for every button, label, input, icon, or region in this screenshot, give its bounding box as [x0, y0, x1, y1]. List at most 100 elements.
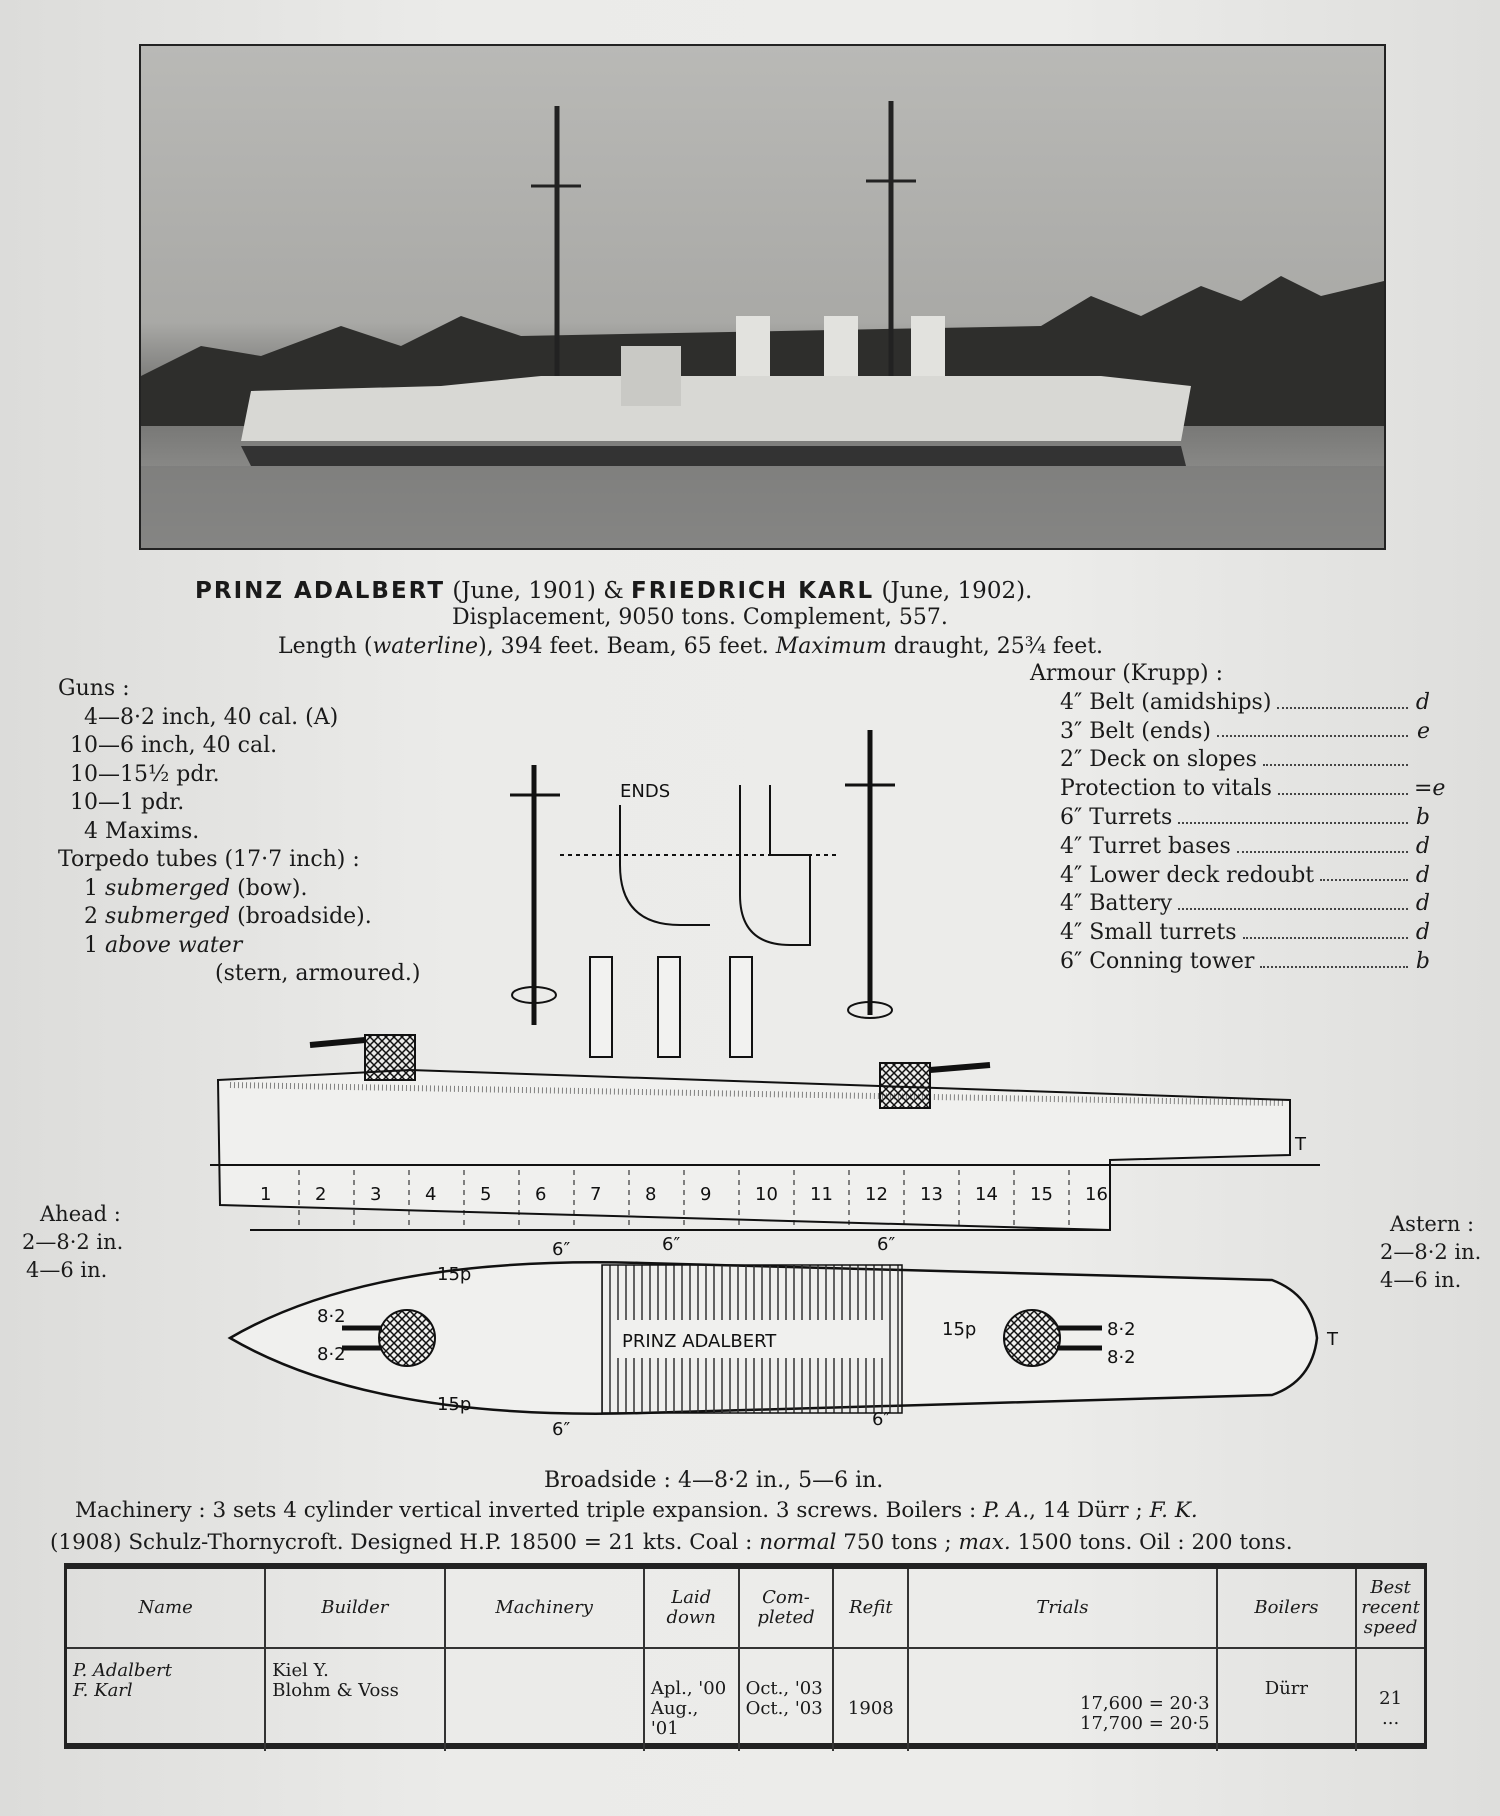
ship2-name: FRIEDRICH KARL: [631, 578, 875, 604]
gun-item: 10—15½ pdr.: [70, 761, 220, 787]
ahead-line: 2—8·2 in.: [22, 1230, 124, 1254]
col-header: Builder: [264, 1569, 445, 1649]
armour-item: 6″ Conning tower b: [1060, 948, 1430, 977]
ship-photograph: [139, 44, 1386, 550]
machinery-text: P. A.: [983, 1498, 1030, 1523]
leader-dots: [1242, 919, 1408, 939]
armour-grade: =e: [1414, 776, 1446, 802]
dim-text: ), 394 feet. Beam, 65 feet.: [478, 634, 776, 659]
armour-label: 6″ Conning tower: [1060, 948, 1255, 974]
col-header: Best recent speed: [1355, 1569, 1424, 1649]
dim-text: Length (: [278, 634, 373, 659]
guns-title: Guns :: [58, 676, 130, 701]
col-header: Name: [67, 1569, 266, 1649]
plan-six-label: 6″: [552, 1419, 570, 1440]
armour-grade: d: [1415, 920, 1430, 946]
table-header-row: Name Builder Machinery Laid down Com-ple…: [67, 1569, 1424, 1649]
armour-label: 6″ Turrets: [1060, 804, 1173, 830]
compartment-number: 1: [260, 1184, 271, 1205]
cell-boilers: Dürr: [1215, 1648, 1357, 1751]
armour-grade: b: [1415, 804, 1430, 830]
armour-grade: e: [1416, 718, 1430, 744]
armour-item: 6″ Turrets b: [1060, 804, 1430, 833]
armour-grade: d: [1415, 689, 1430, 715]
torpedo-num: 2: [84, 904, 98, 929]
name-value: P. Adalbert: [73, 1660, 172, 1681]
armour-item: Protection to vitals=e: [1060, 775, 1446, 804]
compartment-number: 5: [480, 1184, 491, 1205]
ahead-fire: Ahead : 2—8·2 in. 4—6 in.: [22, 1200, 123, 1284]
speed-value: ...: [1382, 1708, 1400, 1729]
machinery-text: normal: [759, 1530, 837, 1555]
armour-item: 2″ Deck on slopes: [1060, 746, 1430, 775]
plan-15p-label: 15p: [437, 1394, 471, 1415]
compartment-number: 6: [535, 1184, 546, 1205]
armour-grade: d: [1415, 833, 1430, 859]
completed-value: Oct., '03: [745, 1698, 823, 1719]
cell-refit: 1908: [832, 1648, 909, 1751]
leader-dots: [1178, 804, 1408, 824]
dim-text: draught, 25¾ feet.: [886, 634, 1104, 659]
compartment-number: 11: [810, 1184, 833, 1205]
ends-label: ENDS: [620, 781, 670, 802]
armour-item: 4″ Turret bases d: [1060, 833, 1430, 862]
astern-title: Astern :: [1390, 1212, 1475, 1236]
gun-item: 10—1 pdr.: [70, 790, 185, 815]
ampersand: &: [603, 578, 624, 604]
torpedo-item: 1 above water: [58, 932, 421, 961]
torpedo-item: 2 submerged (broadside).: [58, 903, 421, 932]
machinery-text: Machinery : 3 sets 4 cylinder vertical i…: [75, 1498, 984, 1523]
dim-waterline: waterline: [372, 634, 479, 659]
armour-label: 4″ Belt (amidships): [1060, 689, 1272, 715]
plan-six-label: 6″: [662, 1235, 680, 1255]
ship2-date: (June, 1902).: [881, 578, 1033, 604]
plan-view-drawing: PRINZ ADALBERT 8·2 8·2 8·2 8·2 6″ 6″ 6″ …: [227, 1235, 1339, 1440]
compartment-number: 12: [865, 1184, 888, 1205]
compartment-number: 10: [755, 1184, 778, 1205]
plan-six-label: 6″: [872, 1409, 890, 1430]
armament-list: Guns : 4—8·2 inch, 40 cal. (A) 10—6 inch…: [58, 675, 421, 989]
compartment-number: 16: [1085, 1184, 1108, 1205]
armour-grade: b: [1415, 948, 1430, 974]
plan-15p-label: 15p: [942, 1319, 976, 1340]
completed-value: Oct., '03: [745, 1678, 823, 1699]
gun-item: 4—8·2 inch, 40 cal. (A): [84, 704, 339, 730]
armour-label: 4″ Turret bases: [1060, 833, 1231, 859]
armour-title: Armour (Krupp) :: [1030, 661, 1224, 686]
compartment-number: 13: [920, 1184, 943, 1205]
col-header: Com-pleted: [737, 1569, 834, 1649]
compartment-number: 14: [975, 1184, 998, 1205]
leader-dots: [1277, 775, 1408, 795]
builder-value: Kiel Y.: [272, 1660, 329, 1681]
compartment-number: 3: [370, 1184, 381, 1205]
machinery-line-2: (1908) Schulz-Thornycroft. Designed H.P.…: [50, 1530, 1293, 1555]
torpedo-note: (stern, armoured.): [215, 961, 421, 986]
torpedo-kind: submerged: [105, 904, 231, 929]
col-header: Trials: [907, 1569, 1217, 1649]
col-header: Machinery: [443, 1569, 644, 1649]
machinery-text: F. K.: [1149, 1498, 1198, 1523]
plan-torpedo-mark: T: [1326, 1329, 1339, 1350]
ship1-name: PRINZ ADALBERT: [195, 578, 446, 604]
cell-machinery: [443, 1648, 644, 1751]
torpedo-kind: submerged: [105, 875, 231, 901]
cell-builder: Kiel Y.Blohm & Voss: [264, 1648, 445, 1751]
astern-fire: Astern : 2—8·2 in. 4—6 in.: [1380, 1210, 1481, 1294]
col-header: Boilers: [1215, 1569, 1357, 1649]
astern-line: 4—6 in.: [1380, 1268, 1462, 1292]
armour-grade: [1414, 746, 1430, 775]
torpedo-num: 1: [84, 875, 98, 901]
armour-grade: d: [1415, 862, 1430, 888]
broadside-line: Broadside : 4—8·2 in., 5—6 in.: [544, 1468, 884, 1493]
ship-photo-image: [141, 101, 1384, 548]
laid-value: Apl., '00: [650, 1678, 727, 1699]
armour-grade: d: [1415, 891, 1430, 917]
